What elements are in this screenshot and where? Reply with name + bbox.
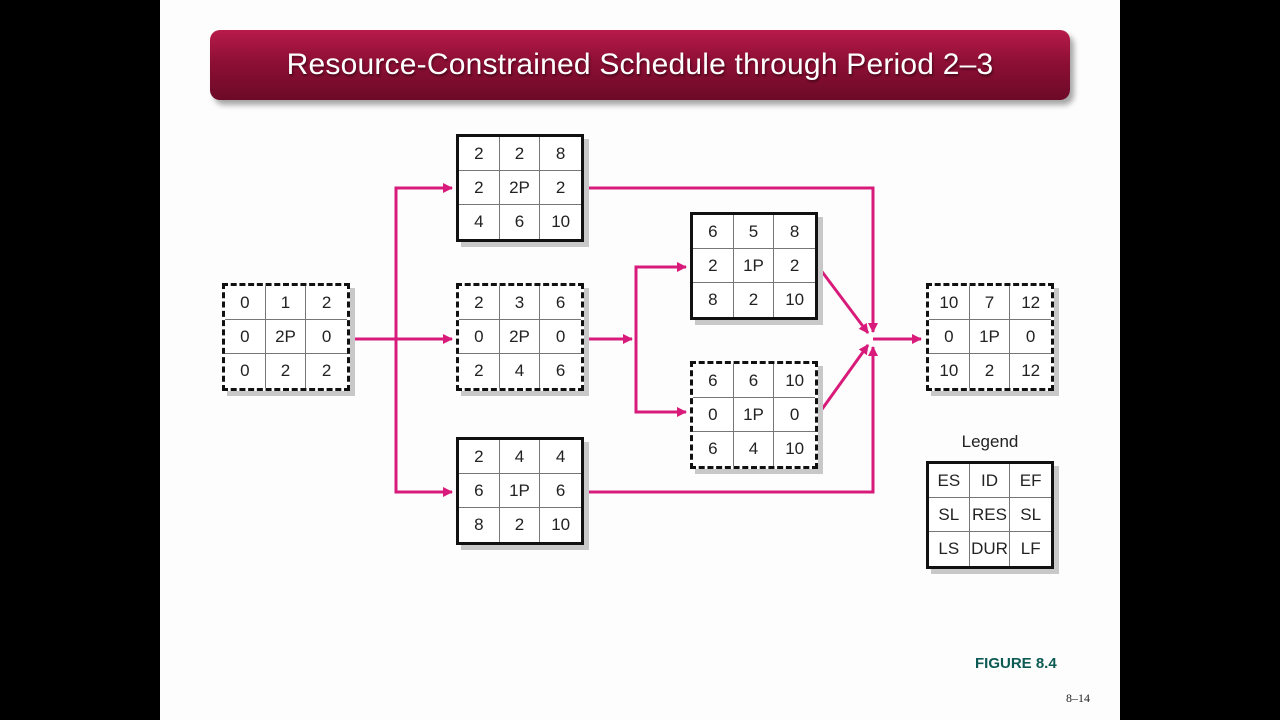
node-cell: 1P: [733, 249, 775, 283]
legend-label: Legend: [961, 432, 1019, 451]
node-cell: 0: [693, 398, 734, 432]
node-cell: 2: [459, 440, 500, 474]
node-cell: 6: [693, 364, 734, 398]
node-cell: 1P: [733, 398, 775, 432]
node-cell: 6: [733, 364, 775, 398]
node-cell: 2: [970, 354, 1011, 388]
node-cell: 2: [774, 249, 815, 283]
node-cell: 8: [774, 215, 815, 249]
node-cell: 3: [499, 286, 541, 320]
node-cell: 4: [500, 354, 541, 388]
node-cell: 6: [693, 432, 734, 466]
node-cell: 1P: [499, 474, 541, 508]
node-cell: 10: [785, 439, 805, 458]
node-cell: 12: [1021, 361, 1041, 380]
node-cell: 10: [929, 286, 970, 320]
node-cell: 2: [499, 137, 541, 171]
arrow-branch-to-lower-right: [634, 339, 687, 417]
node-cell: EF: [1010, 464, 1051, 498]
node-cell: 0: [459, 320, 500, 354]
node-cell: 0: [225, 320, 266, 354]
node-cell: 10: [774, 364, 815, 398]
node-cell: 6: [500, 205, 541, 239]
node-cell: 6: [555, 361, 566, 380]
node-cell: 6: [693, 215, 734, 249]
node-cell: 10: [929, 354, 970, 388]
node-cell: 8: [540, 137, 581, 171]
node-cell: 8: [693, 283, 734, 317]
node-cell: 2: [459, 137, 500, 171]
node-cell: 2P: [499, 320, 541, 354]
arrow-bottom-to-merge: [586, 346, 878, 494]
node-cell: 10: [785, 290, 805, 309]
node-cell: 4: [540, 440, 581, 474]
node-cell: 1: [265, 286, 307, 320]
node-cell: ES: [929, 464, 970, 498]
node-cell: LS: [929, 532, 970, 566]
slide-title: Resource-Constrained Schedule through Pe…: [286, 48, 994, 81]
node-cell: 2: [266, 354, 307, 388]
node-cell: 4: [734, 432, 775, 466]
node-cell: 2: [306, 286, 347, 320]
node-cell: 0: [306, 320, 347, 354]
node-cell: 2: [693, 249, 734, 283]
node-cell: 1P: [969, 320, 1011, 354]
figure-label: FIGURE 8.4: [975, 655, 1057, 672]
node-cell: 0: [1010, 320, 1051, 354]
node-cell: 0: [540, 320, 581, 354]
node-cell: 6: [540, 474, 581, 508]
node-cell: SL: [1010, 498, 1051, 532]
node-cell: 5: [733, 215, 775, 249]
node-cell: 0: [929, 320, 970, 354]
node-cell: 4: [459, 205, 500, 239]
node-cell: 2P: [499, 171, 541, 205]
arrow-top-to-merge: [586, 186, 878, 333]
node-cell: ID: [969, 464, 1011, 498]
node-cell: 2: [734, 283, 775, 317]
page-number: 8–14: [1066, 691, 1090, 705]
node-cell: 2: [321, 361, 332, 380]
node-cell: 2: [459, 286, 500, 320]
node-cell: 10: [551, 515, 571, 534]
node-cell: 2: [459, 171, 500, 205]
node-cell: 0: [225, 286, 266, 320]
node-cell: 2: [459, 354, 500, 388]
node-cell: 6: [459, 474, 500, 508]
node-cell: 4: [499, 440, 541, 474]
node-cell: 2: [500, 508, 541, 542]
node-cell: SL: [929, 498, 970, 532]
arrow-branch-to-upper-right: [634, 262, 687, 339]
node-cell: 0: [774, 398, 815, 432]
arrow-start-to-top: [394, 183, 453, 339]
node-cell: 7: [969, 286, 1011, 320]
node-cell: 8: [459, 508, 500, 542]
arrow-start-to-bottom: [394, 339, 453, 497]
node-cell: DUR: [970, 532, 1011, 566]
node-cell: 2P: [265, 320, 307, 354]
node-cell: 6: [540, 286, 581, 320]
node-cell: RES: [969, 498, 1011, 532]
arrow-upper-right-to-merge: [818, 268, 870, 334]
node-cell: 2: [540, 171, 581, 205]
node-cell: 0: [225, 354, 266, 388]
arrow-lower-right-to-merge: [818, 344, 870, 413]
node-cell: LF: [1020, 539, 1041, 558]
node-cell: 12: [1010, 286, 1051, 320]
title-bar: Resource-Constrained Schedule through Pe…: [210, 30, 1070, 100]
node-cell: 10: [551, 212, 571, 231]
